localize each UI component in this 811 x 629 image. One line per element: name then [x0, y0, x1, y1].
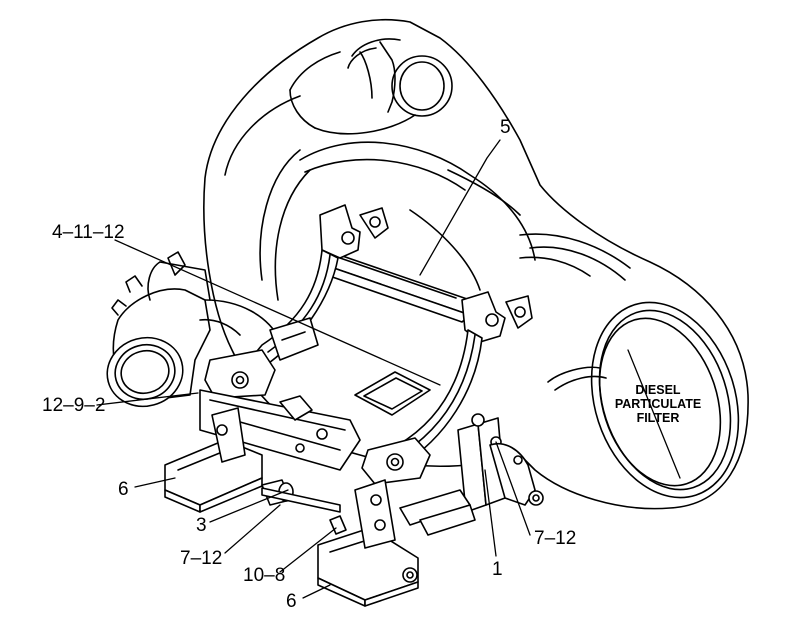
- leader-4-11-12: [115, 240, 440, 385]
- filter-label-line-1: DIESEL: [635, 383, 681, 397]
- callout-6-bottom: 6: [286, 591, 297, 612]
- filter-label: DIESEL PARTICULATE FILTER: [603, 383, 713, 425]
- callout-6-top: 6: [118, 479, 129, 500]
- leader-1: [485, 470, 496, 556]
- leader-12-9-2: [97, 393, 198, 405]
- leader-filter: [628, 350, 680, 478]
- callout-7-12-left: 7–12: [180, 548, 223, 569]
- callout-5: 5: [500, 117, 511, 138]
- filter-label-line-3: FILTER: [636, 411, 680, 425]
- leader-7-12-right: [496, 442, 530, 535]
- filter-label-line-2: PARTICULATE: [614, 397, 702, 411]
- callout-3: 3: [196, 515, 207, 536]
- leader-7-12-left: [225, 505, 280, 553]
- callout-10-8: 10–8: [243, 565, 286, 586]
- leader-6-bottom: [303, 585, 330, 598]
- callout-7-12-right: 7–12: [534, 528, 577, 549]
- leader-lines: [97, 140, 680, 598]
- leader-6-top: [135, 478, 175, 487]
- callout-12-9-2: 12–9–2: [42, 395, 106, 416]
- leader-5: [420, 140, 500, 275]
- mounting-frame: [165, 205, 543, 606]
- leader-10-8: [280, 528, 336, 572]
- callout-4-11-12: 4–11–12: [52, 222, 125, 243]
- callout-1: 1: [492, 559, 503, 580]
- outlet-end-cap: [99, 252, 280, 415]
- leader-3: [210, 490, 288, 522]
